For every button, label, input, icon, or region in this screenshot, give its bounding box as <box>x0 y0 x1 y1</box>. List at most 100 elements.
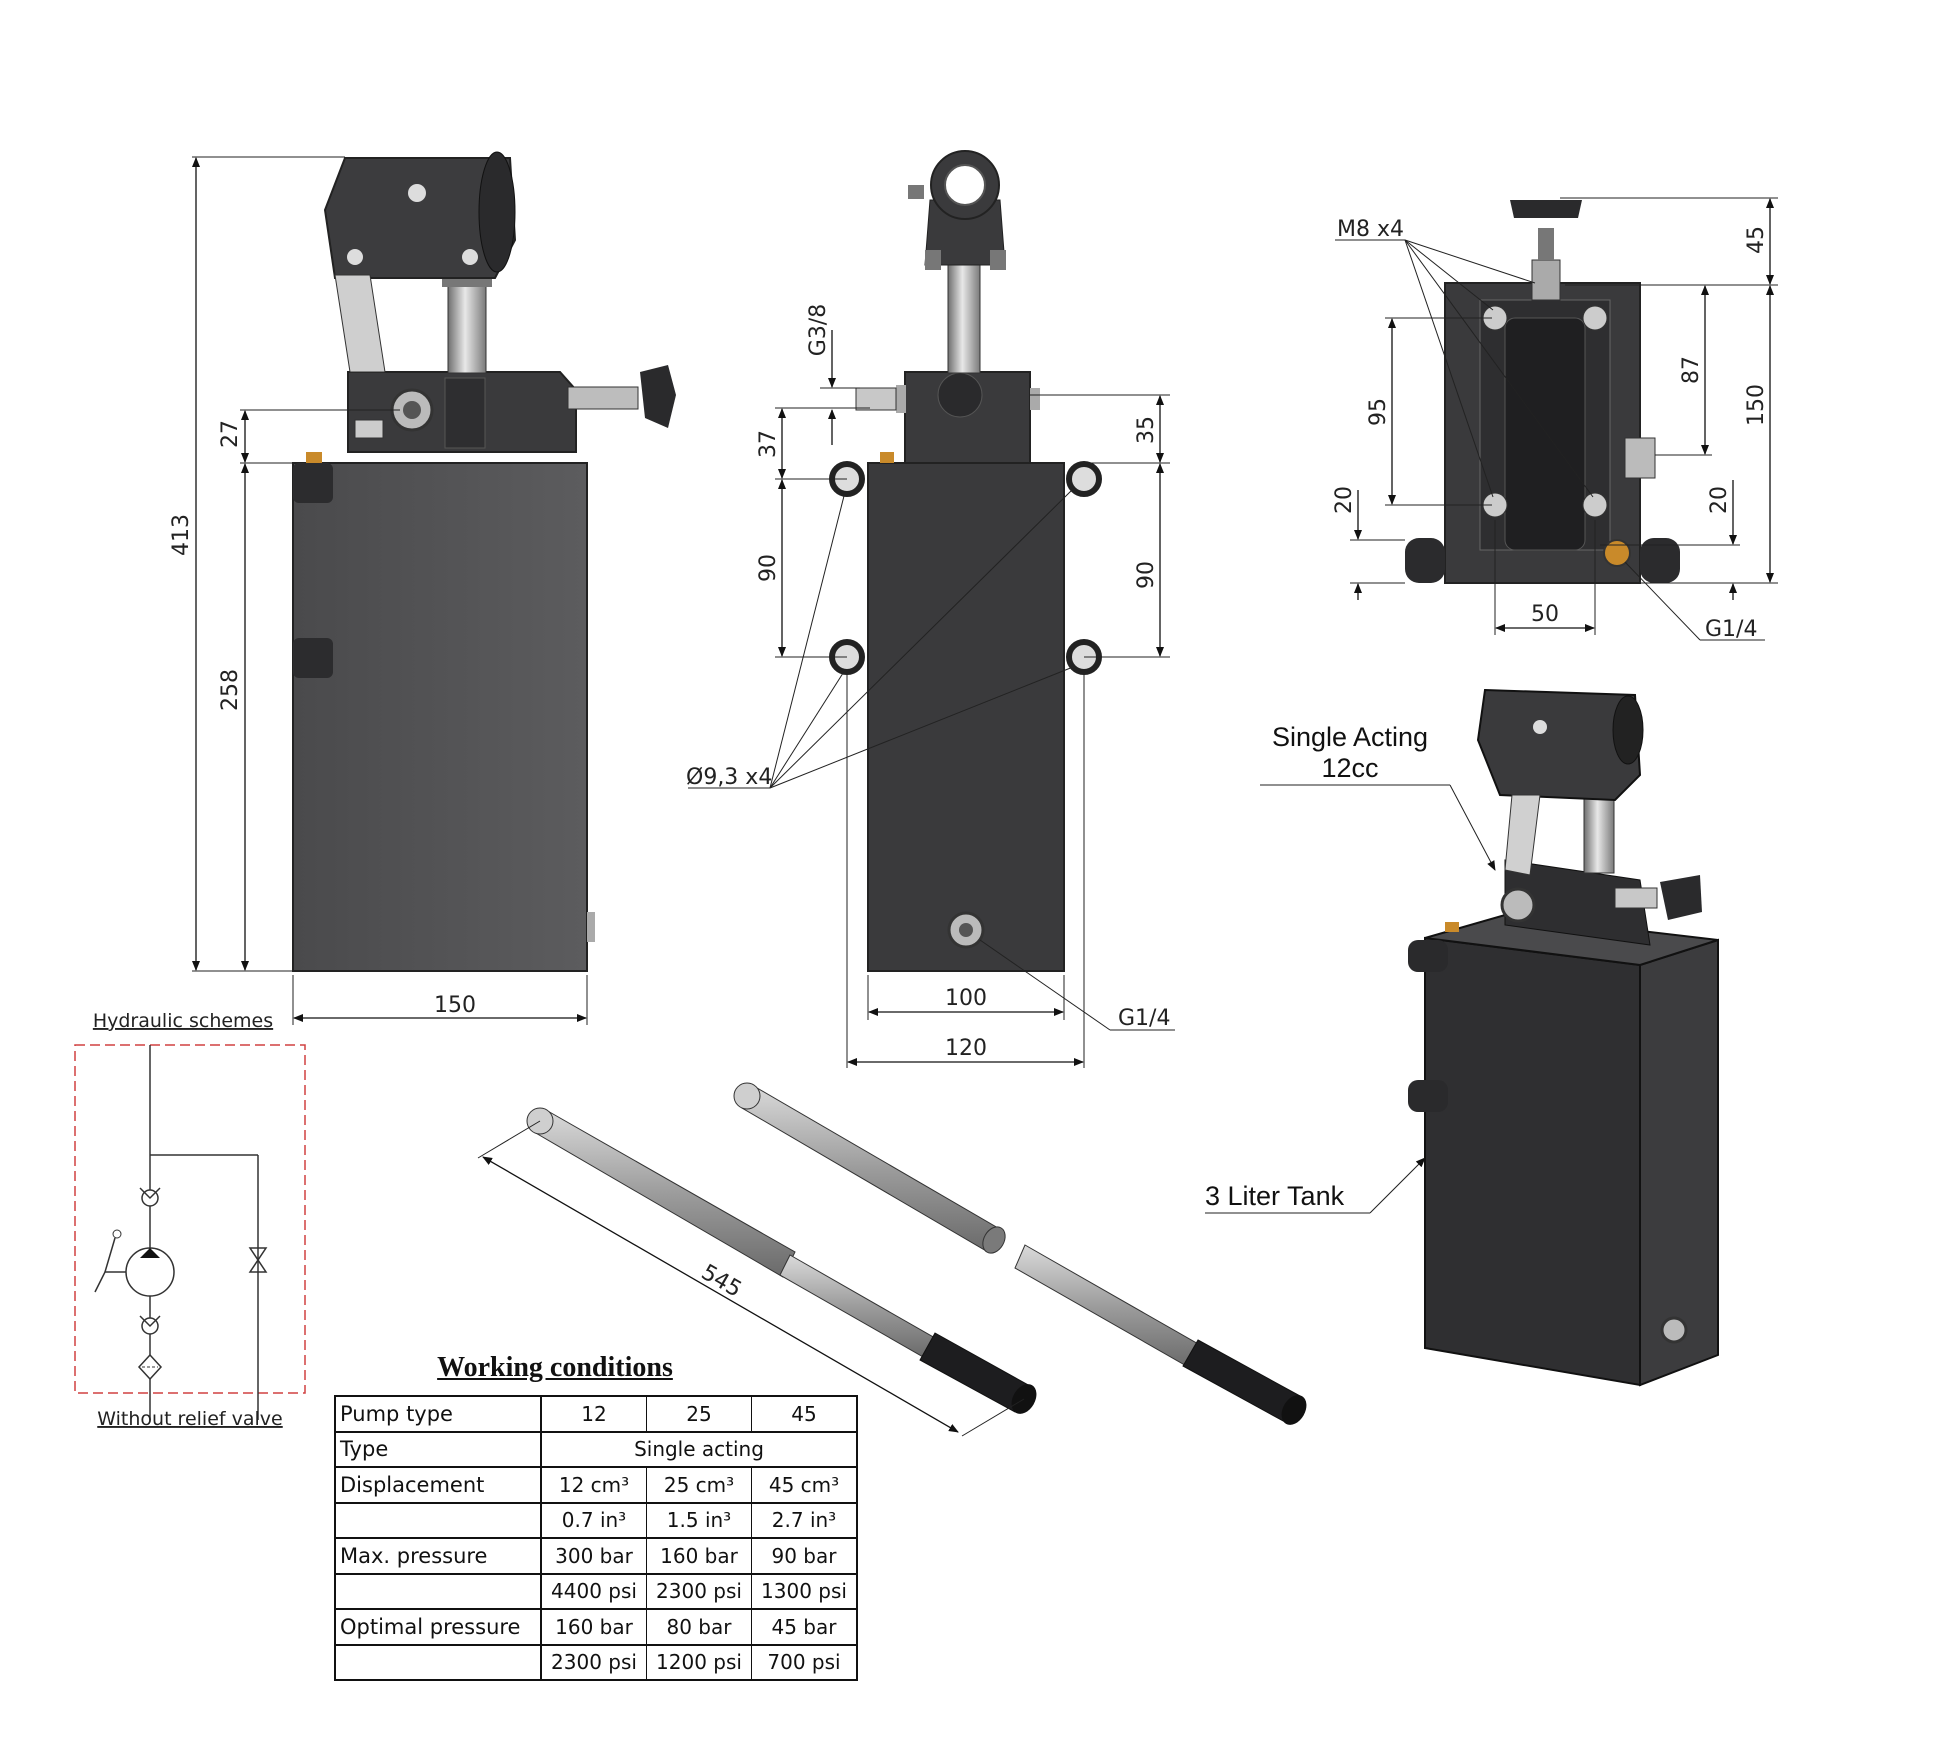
table-row: Pump type 12 25 45 <box>334 1395 858 1433</box>
top-view <box>1405 200 1680 584</box>
table-row: 0.7 in³ 1.5 in³ 2.7 in³ <box>334 1502 858 1539</box>
table-row: Displacement 12 cm³ 25 cm³ 45 cm³ <box>334 1466 858 1504</box>
dim-87: 87 <box>1679 356 1704 384</box>
hydraulic-schematic: Hydraulic schemes Without relief valve <box>74 1010 306 1430</box>
iso-handle-socket <box>1476 688 1642 802</box>
side-lug-top <box>293 463 333 503</box>
optimal-pressure-label: Optimal pressure <box>334 1608 542 1646</box>
dim-545: 545 <box>697 1260 746 1303</box>
table-row: Max. pressure 300 bar 160 bar 90 bar <box>334 1537 858 1575</box>
dim-35: 35 <box>1134 416 1159 444</box>
handle-tube-a <box>741 1084 999 1253</box>
top-dimensions: 45 150 87 20 95 20 50 M8 x4 G1/4 <box>1332 197 1778 642</box>
pump-type-label: Pump type <box>334 1395 542 1433</box>
table-row: 4400 psi 2300 psi 1300 psi <box>334 1573 858 1610</box>
side-orange-plug <box>306 452 322 463</box>
dim-50: 50 <box>1531 602 1559 627</box>
iso-callouts: Single Acting 12cc 3 Liter Tank <box>1205 722 1496 1214</box>
optimal-pressure-bar-12: 160 bar <box>540 1608 647 1646</box>
front-dimensions: 90 37 G3/8 35 90 Ø9,3 x4 100 120 G1/4 <box>686 304 1175 1068</box>
top-foot-right <box>1640 538 1680 583</box>
schematic-title: Hydraulic schemes <box>93 1010 273 1032</box>
schematic-frame <box>74 1044 306 1394</box>
dim-27: 27 <box>218 420 243 448</box>
displacement-cm3-12: 12 cm³ <box>540 1466 647 1504</box>
table-row: Type Single acting <box>334 1430 858 1468</box>
schematic-caption: Without relief valve <box>97 1408 282 1430</box>
side-view <box>292 151 676 972</box>
pump-type-12: 12 <box>540 1395 647 1433</box>
dim-hole-dia: Ø9,3 x4 <box>686 765 772 790</box>
dim-g38: G3/8 <box>806 304 831 356</box>
callout-12cc: 12cc <box>1321 753 1378 783</box>
handle-tube-upper <box>533 1109 796 1278</box>
displacement-in3-25: 1.5 in³ <box>646 1502 752 1539</box>
displacement-cm3-45: 45 cm³ <box>751 1466 858 1504</box>
max-pressure-bar-12: 300 bar <box>540 1537 647 1575</box>
optimal-pressure-bar-45: 45 bar <box>751 1608 858 1646</box>
max-pressure-psi-12: 4400 psi <box>540 1573 647 1610</box>
dim-120: 120 <box>945 1036 987 1061</box>
dim-150-side: 150 <box>434 993 476 1018</box>
side-dimensions: 413 258 27 150 <box>169 156 588 1025</box>
pump-type-25: 25 <box>646 1395 752 1433</box>
side-valve-stem <box>567 386 639 410</box>
displacement-cm3-25: 25 cm³ <box>646 1466 752 1504</box>
dim-258: 258 <box>218 669 243 711</box>
displacement-label: Displacement <box>334 1466 542 1504</box>
front-tank <box>867 462 1065 972</box>
side-fitting-bottom <box>587 912 595 942</box>
dim-g14-top: G1/4 <box>1705 617 1757 642</box>
optimal-pressure-psi-12: 2300 psi <box>540 1644 647 1681</box>
working-conditions-table: Pump type 12 25 45 Type Single acting Di… <box>334 1395 858 1681</box>
dim-20-right: 20 <box>1707 486 1732 514</box>
front-hole-tr <box>1066 461 1102 497</box>
dim-90-right: 90 <box>1134 561 1159 589</box>
side-lug-mid <box>293 638 333 678</box>
top-foot-left <box>1405 538 1445 583</box>
optimal-pressure-psi-25: 1200 psi <box>646 1644 752 1681</box>
handle-split <box>733 1082 1307 1425</box>
side-link-plate <box>334 274 386 373</box>
dim-413: 413 <box>169 514 194 556</box>
optimal-pressure-psi-45: 700 psi <box>751 1644 858 1681</box>
side-tank <box>292 462 588 972</box>
dim-45: 45 <box>1744 226 1769 254</box>
handle-dimension: 545 <box>477 1120 1025 1437</box>
displacement-in3-12: 0.7 in³ <box>540 1502 647 1539</box>
pump-type-45: 45 <box>751 1395 858 1433</box>
handle-tube-b <box>1014 1244 1201 1369</box>
table-row: Optimal pressure 160 bar 80 bar 45 bar <box>334 1608 858 1646</box>
dim-90-left: 90 <box>756 554 781 582</box>
dim-20-left: 20 <box>1332 486 1357 514</box>
max-pressure-psi-25: 2300 psi <box>646 1573 752 1610</box>
dim-m8: M8 x4 <box>1337 217 1404 242</box>
isometric-view <box>1408 688 1719 1387</box>
working-conditions-title: Working conditions <box>437 1352 673 1383</box>
max-pressure-bar-45: 90 bar <box>751 1537 858 1575</box>
callout-single-acting: Single Acting <box>1272 722 1428 752</box>
top-cylinder <box>1504 317 1586 551</box>
iso-tank-front <box>1424 936 1641 1387</box>
top-g14-port <box>1603 539 1631 567</box>
optimal-pressure-bar-25: 80 bar <box>646 1608 752 1646</box>
table-row: 2300 psi 1200 psi 700 psi <box>334 1644 858 1681</box>
front-pump-block <box>904 371 1031 464</box>
displacement-in3-45: 2.7 in³ <box>751 1502 858 1539</box>
dim-37: 37 <box>756 430 781 458</box>
front-g38-port <box>855 387 897 411</box>
callout-tank: 3 Liter Tank <box>1205 1181 1345 1211</box>
dim-100: 100 <box>945 986 987 1011</box>
side-valve-knob <box>640 365 676 428</box>
side-piston-rod <box>447 277 487 374</box>
dim-95: 95 <box>1366 398 1391 426</box>
iso-piston-rod <box>1583 794 1615 874</box>
max-pressure-psi-45: 1300 psi <box>751 1573 858 1610</box>
iso-tank-top <box>1424 913 1719 967</box>
top-valve-knob <box>1510 200 1582 218</box>
max-pressure-label: Max. pressure <box>334 1537 542 1575</box>
max-pressure-bar-25: 160 bar <box>646 1537 752 1575</box>
side-handle-socket <box>323 157 517 279</box>
type-label: Type <box>334 1430 542 1468</box>
